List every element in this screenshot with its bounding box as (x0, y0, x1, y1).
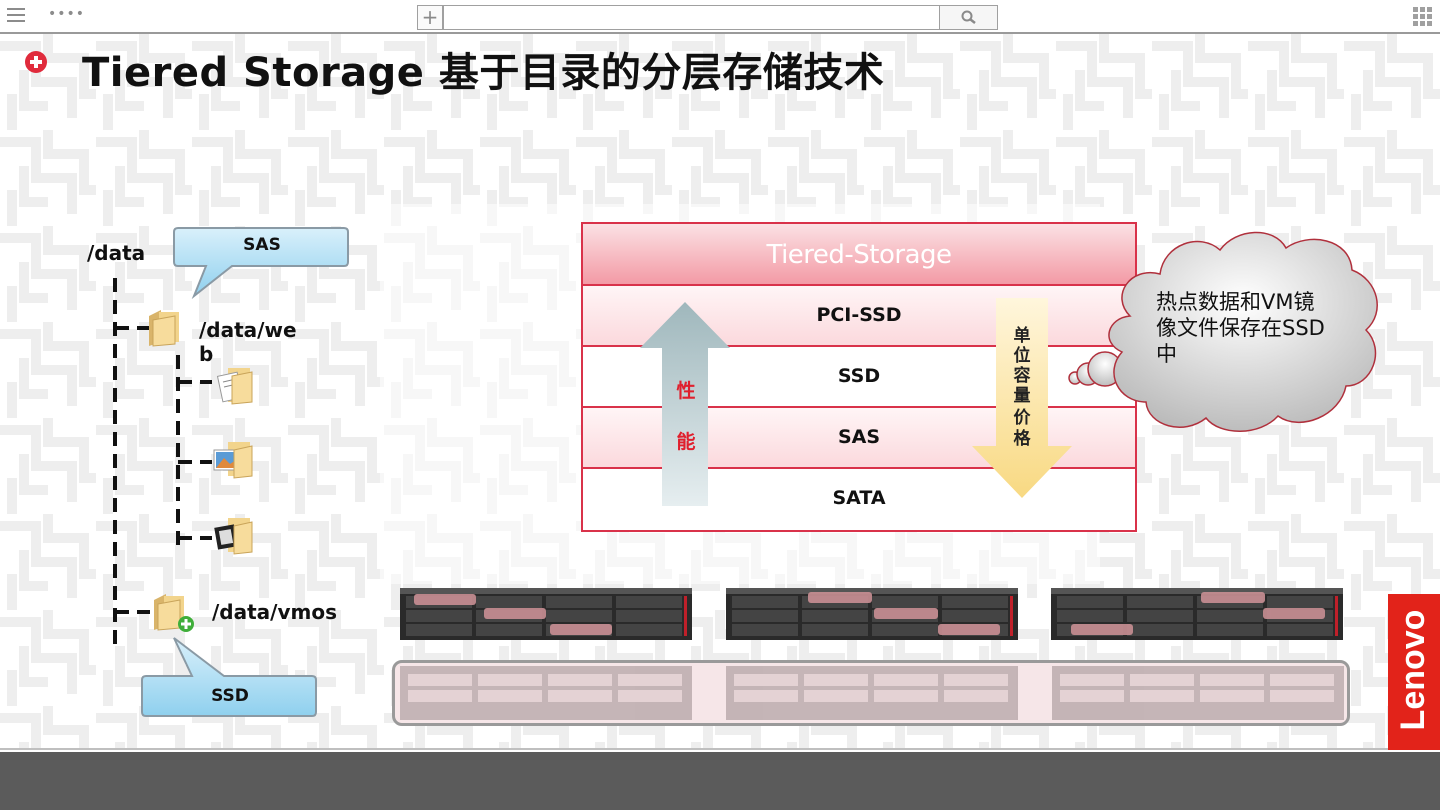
document-folder-icon[interactable] (208, 364, 254, 406)
unit-price-label-6: 格 (1013, 429, 1031, 449)
lenovo-logo: Lenovo (1388, 594, 1440, 750)
search-input[interactable] (443, 5, 941, 30)
tree-web-dir-label-wrap: b (199, 342, 214, 366)
zoom-in-button[interactable]: + (417, 5, 443, 30)
menu-icon[interactable] (7, 8, 25, 24)
plus-circle-icon (25, 51, 47, 73)
tree-root-label: /data (87, 241, 146, 265)
tree-vmos-dir-label: /data/vmos (212, 600, 337, 624)
footer-bar (0, 752, 1440, 810)
tier-row-label: SSD (837, 365, 881, 387)
page-dots-indicator[interactable]: •••• (48, 6, 86, 22)
tier-row-label: SATA (832, 487, 886, 509)
callout-ssd-text: SSD (211, 686, 249, 706)
unit-price-label-3: 容 (1013, 366, 1031, 386)
unit-price-label-4: 量 (1013, 386, 1031, 406)
performance-arrow-icon (640, 302, 730, 506)
unit-price-label-2: 位 (1013, 346, 1031, 366)
performance-label-2: 能 (676, 431, 696, 453)
tier-row-label: SAS (837, 426, 881, 448)
unit-price-label-5: 价 (1013, 408, 1031, 428)
add-folder-icon[interactable] (150, 590, 198, 634)
video-folder-icon[interactable] (208, 514, 254, 556)
tiered-storage-header: Tiered-Storage (583, 224, 1135, 286)
server-unit (726, 588, 1018, 640)
cloud-text: 热点数据和VM镜像文件保存在SSD中 (1156, 290, 1325, 366)
slide-title: Tiered Storage 基于目录的分层存储技术 (82, 50, 885, 96)
callout-ssd-bubble (141, 637, 317, 717)
performance-label-1: 性 (676, 380, 696, 402)
top-toolbar: •••• + (0, 0, 1440, 34)
unit-price-arrow-icon (972, 298, 1072, 498)
server-unit (400, 588, 692, 640)
footer-divider (0, 748, 1440, 750)
tree-web-dir-label: /data/we (199, 318, 297, 342)
folder-icon[interactable] (145, 306, 183, 348)
callout-sas-bubble (173, 227, 349, 300)
search-button[interactable] (939, 5, 998, 30)
tier-row-label: PCI-SSD (816, 304, 902, 326)
grid-view-icon[interactable] (1413, 7, 1433, 27)
unit-price-label-1: 单 (1013, 326, 1031, 346)
server-unit (1051, 588, 1343, 640)
callout-sas-text: SAS (243, 235, 281, 255)
directory-tree-lines (113, 278, 212, 650)
image-folder-icon[interactable] (208, 438, 254, 480)
tiered-storage-header-text: Tiered-Storage (766, 240, 952, 270)
search-icon (961, 10, 976, 24)
thought-cloud (1068, 231, 1378, 432)
storage-pool-servers (400, 666, 1344, 720)
lenovo-logo-text: Lenovo (1394, 609, 1432, 731)
